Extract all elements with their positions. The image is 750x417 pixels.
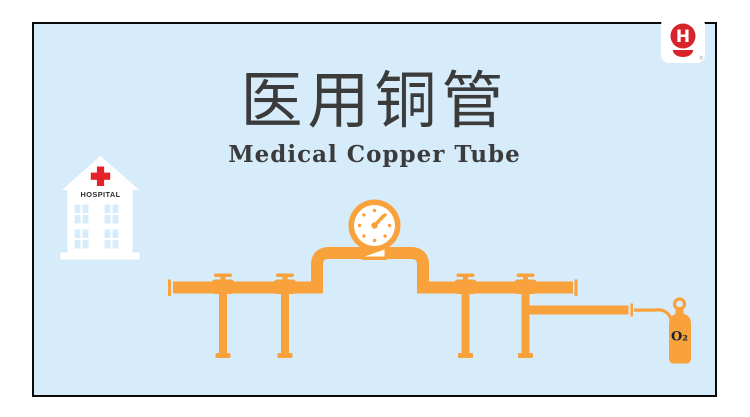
page-title: 医用铜管	[240, 67, 509, 136]
window	[104, 229, 119, 249]
window	[74, 229, 89, 249]
window	[104, 204, 119, 224]
pipe-system: O₂	[168, 199, 691, 364]
fitting-highlight	[364, 249, 385, 257]
red-cross-icon	[90, 166, 111, 186]
company-logo: H ®	[661, 17, 705, 63]
cylinder-body	[669, 313, 691, 364]
registered-mark: ®	[700, 55, 704, 62]
gauge-hub	[371, 222, 378, 229]
valve-icon	[514, 273, 537, 358]
pipe-end-cap-right	[574, 279, 578, 296]
oxygen-cylinder-icon: O₂	[669, 297, 691, 364]
window	[74, 204, 89, 224]
valve-icon	[274, 273, 296, 358]
oxygen-label: O₂	[671, 330, 688, 345]
logo-circle	[670, 23, 696, 49]
page-subtitle: Medical Copper Tube	[228, 141, 521, 168]
hospital-base	[60, 252, 140, 260]
hospital-windows	[74, 204, 119, 249]
pressure-gauge-icon	[348, 199, 401, 260]
hospital-building-icon: HOSPITAL	[60, 156, 140, 260]
hailiang-logo-icon: H ®	[670, 23, 704, 62]
logo-letter: H	[676, 27, 690, 47]
main-pipe-right	[429, 281, 573, 294]
branch-end-cap	[630, 303, 633, 317]
gauge-ticks	[357, 208, 392, 243]
thin-hose	[634, 308, 657, 312]
cylinder-neck	[675, 307, 684, 315]
logo-bowl	[672, 50, 694, 57]
valve-icon	[212, 273, 234, 358]
hospital-label: HOSPITAL	[80, 190, 120, 199]
valve-icon	[454, 273, 477, 358]
curved-hose	[654, 308, 673, 320]
branch-pipe	[521, 303, 673, 320]
pipe-end-cap-left	[168, 279, 171, 296]
